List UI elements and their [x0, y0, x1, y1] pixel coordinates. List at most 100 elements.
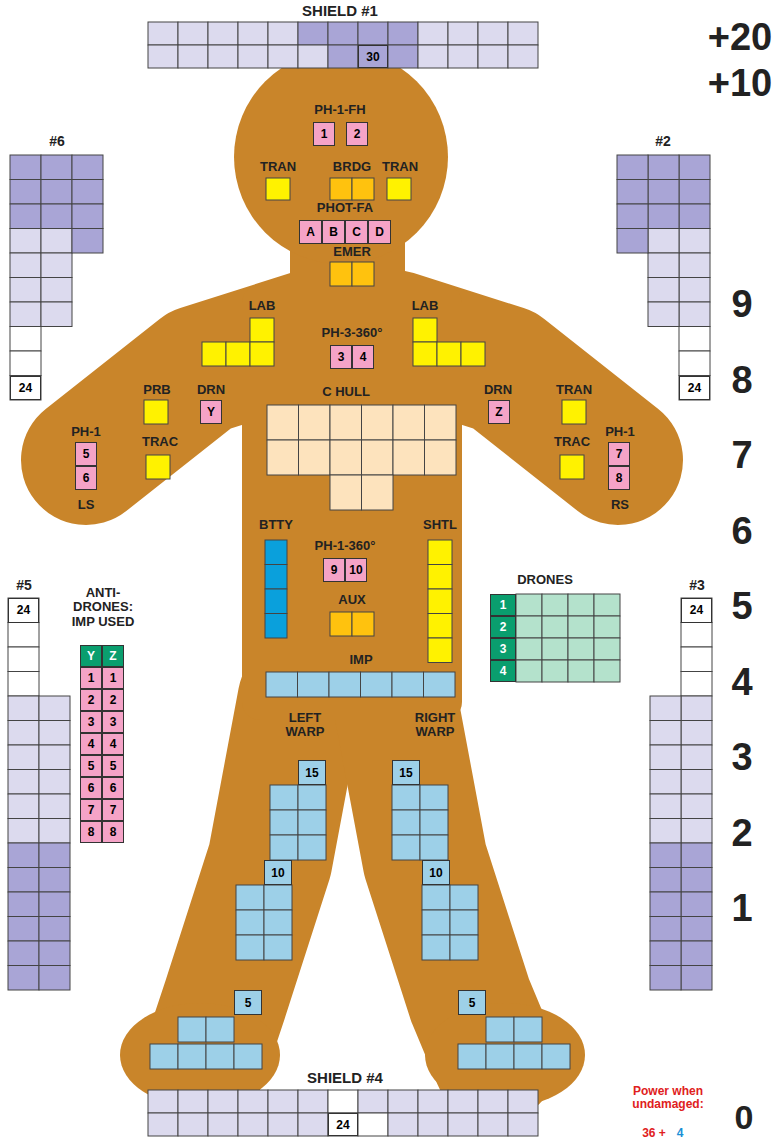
part-label: DRN: [197, 383, 225, 397]
anti-drone-box: 6: [102, 777, 124, 799]
ssd-box: [8, 770, 39, 795]
ssd-box: [41, 204, 72, 229]
ssd-box: [39, 819, 70, 844]
ssd-box: [208, 22, 238, 45]
ssd-box: [330, 612, 352, 636]
ssd-box: [10, 278, 41, 303]
anti-drone-box: 3: [80, 711, 102, 733]
ssd-box: [648, 253, 679, 278]
ssd-box: [208, 1113, 238, 1136]
ssd-box: [8, 598, 39, 623]
scale-number: 6: [731, 511, 752, 553]
ssd-box: [428, 565, 452, 590]
ssd-box: [393, 405, 425, 440]
box-number: 5: [245, 997, 252, 1009]
ssd-box: [679, 278, 710, 303]
scale-number: 0: [735, 1099, 754, 1136]
ssd-box: [679, 253, 710, 278]
anti-drone-box: 2: [102, 689, 124, 711]
scale-number: 3: [731, 737, 752, 779]
ssd-box: [418, 45, 448, 68]
anti-drone-header: Y: [80, 645, 102, 667]
ssd-box: [265, 589, 287, 614]
ssd-box: [39, 917, 70, 942]
box-number: 6: [83, 472, 90, 484]
ssd-box: [264, 885, 292, 910]
box-number: 1: [321, 128, 328, 140]
ssd-box: [39, 941, 70, 966]
box-number: 30: [366, 51, 379, 63]
box-number: 10: [349, 564, 362, 576]
ssd-box: [72, 155, 103, 180]
ssd-box: [299, 405, 331, 440]
ssd-box: [39, 966, 70, 991]
ssd-box: [268, 1090, 298, 1113]
ssd-box: [178, 1090, 208, 1113]
ssd-box: [236, 885, 264, 910]
ssd-box: [508, 1090, 538, 1113]
ssd-box: [148, 22, 178, 45]
part-label: DRN: [484, 383, 512, 397]
ssd-box: [270, 785, 298, 810]
ssd-box: [264, 910, 292, 935]
box-number: 24: [17, 604, 30, 616]
ssd-box: [681, 843, 712, 868]
shield-box: 24: [328, 1113, 358, 1136]
ssd-box: [8, 696, 39, 721]
ssd-box: [266, 178, 290, 200]
box-number: 3: [500, 643, 507, 655]
ssd-box: [486, 1017, 514, 1042]
scale-number: +20: [708, 17, 772, 59]
anti-drone-box: 5: [80, 755, 102, 777]
part-label: PH-1-360°: [315, 539, 376, 553]
ssd-box: [39, 843, 70, 868]
ssd-box: [268, 1113, 298, 1136]
ssd-box: [594, 616, 620, 638]
ssd-box: [298, 810, 326, 835]
ssd-box: [298, 1113, 328, 1136]
ssd-box: [679, 351, 710, 376]
box-grid: [8, 22, 712, 1136]
box-number: 1: [110, 672, 117, 684]
ssd-box: [328, 1090, 358, 1113]
ssd-box: [681, 794, 712, 819]
drone-rack-box: 4: [490, 660, 516, 682]
drone-rack-box: 2: [490, 616, 516, 638]
ssd-box: [358, 1090, 388, 1113]
ssd-box: [388, 1090, 418, 1113]
part-label: #2: [655, 134, 671, 149]
ssd-box: [265, 565, 287, 590]
ssd-box: [39, 696, 70, 721]
ssd-box: [514, 1044, 542, 1069]
ssd-box: [650, 819, 681, 844]
ssd-box: [542, 660, 568, 682]
ssd-box: [568, 616, 594, 638]
ssd-box: [8, 917, 39, 942]
weapon-box: B: [322, 220, 345, 244]
ssd-box: [458, 1044, 486, 1069]
ssd-box: [208, 1090, 238, 1113]
ssd-box: [516, 594, 542, 616]
ssd-box: [10, 204, 41, 229]
ssd-box: [428, 589, 452, 614]
ssd-box: [448, 1090, 478, 1113]
ssd-box: [681, 819, 712, 844]
ssd-box: [39, 770, 70, 795]
weapon-box: 8: [608, 466, 630, 490]
ssd-box: [413, 318, 437, 342]
ssd-box: [422, 935, 450, 960]
box-number: Z: [495, 406, 502, 418]
ssd-box: [450, 885, 478, 910]
ssd-box: [39, 745, 70, 770]
box-number: 24: [688, 382, 701, 394]
ssd-box: [10, 302, 41, 327]
anti-drone-box: 7: [102, 799, 124, 821]
box-number: 8: [616, 472, 623, 484]
ssd-box: [418, 1090, 448, 1113]
ssd-box: [388, 22, 418, 45]
part-label: Power when undamaged:: [618, 1085, 718, 1111]
part-label: LEFT WARP: [279, 711, 331, 740]
ssd-box: [234, 1044, 262, 1069]
box-number: 7: [88, 804, 95, 816]
ssd-box: [178, 45, 208, 68]
